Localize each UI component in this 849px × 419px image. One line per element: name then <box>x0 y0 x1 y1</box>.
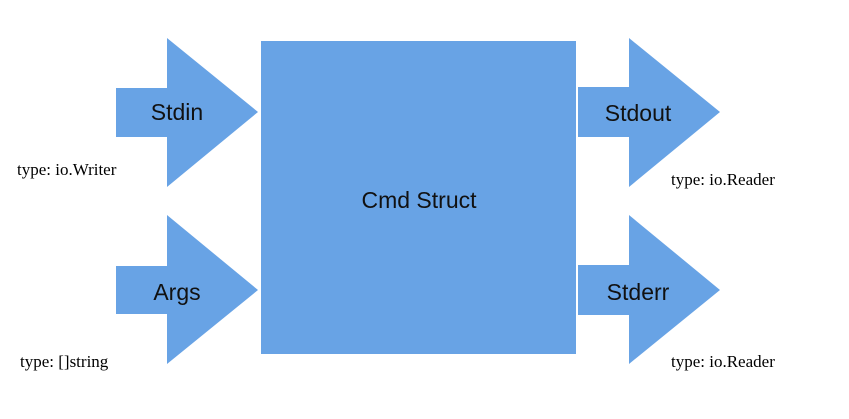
args-arrow: Args <box>116 215 258 364</box>
args-arrow-label: Args <box>153 279 200 305</box>
stderr-arrow-label: Stderr <box>607 279 670 305</box>
cmd-struct-box-shape <box>261 41 576 354</box>
stderr-arrow-shape <box>578 215 720 364</box>
stderr-arrow: Stderr <box>578 215 720 364</box>
stdout-arrow-label: Stdout <box>605 100 672 126</box>
stdin-arrow-shape <box>116 38 258 187</box>
stderr-type-label: type: io.Reader <box>671 352 775 371</box>
stdout-type-label: type: io.Reader <box>671 170 775 189</box>
cmd-struct-box-label: Cmd Struct <box>361 187 477 213</box>
args-type-label: type: []string <box>20 352 109 371</box>
stdin-arrow-label: Stdin <box>151 99 203 125</box>
cmd-struct-box: Cmd Struct <box>261 41 576 354</box>
stdout-arrow: Stdout <box>578 38 720 187</box>
args-arrow-shape <box>116 215 258 364</box>
stdin-arrow: Stdin <box>116 38 258 187</box>
stdin-type-label: type: io.Writer <box>17 160 117 179</box>
stdout-arrow-shape <box>578 38 720 187</box>
